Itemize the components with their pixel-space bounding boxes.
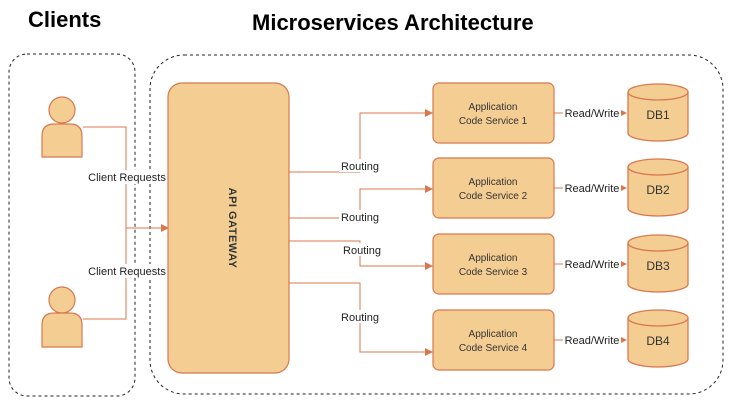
clients-title: Clients [28,7,101,32]
service-label-line1: Application [469,102,518,113]
database-cylinder-icon: DB3 [627,234,689,293]
service-box: Application Code Service 4 [432,309,555,371]
database-label: DB4 [646,334,670,348]
service-label-line1: Application [469,253,518,264]
database-label: DB1 [646,108,670,122]
service-box: Application Code Service 1 [432,82,555,144]
api-gateway-label: API GATEWAY [226,188,238,269]
read-write-connectors [554,109,627,344]
read-write-label: Read/Write [565,259,620,271]
service-label-line1: Application [469,329,518,340]
architecture-title: Microservices Architecture [252,10,534,35]
service-label-line2: Code Service 3 [459,267,528,278]
microservices-group-outline [149,54,724,395]
database-label: DB3 [646,259,670,273]
service-label-line2: Code Service 2 [459,191,528,202]
database-cylinder-icon: DB4 [627,309,689,368]
service-label-line2: Code Service 4 [459,343,528,354]
client-connectors [83,126,169,320]
service-box: Application Code Service 3 [432,233,555,295]
database-cylinder-icon: DB2 [627,158,689,217]
service-box: Application Code Service 2 [432,157,555,219]
client-requests-label: Client Requests [88,266,166,278]
read-write-label: Read/Write [565,183,620,195]
read-write-label: Read/Write [565,335,620,347]
service-label-line1: Application [469,177,518,188]
routing-label: Routing [341,161,379,173]
routing-label: Routing [341,212,379,224]
routing-label: Routing [343,245,381,257]
client-requests-label: Client Requests [88,172,166,184]
user-icon [41,286,83,348]
user-icon [41,96,83,158]
database-label: DB2 [646,183,670,197]
read-write-label: Read/Write [565,108,620,120]
routing-label: Routing [341,312,379,324]
database-cylinder-icon: DB1 [627,83,689,142]
service-label-line2: Code Service 1 [459,116,528,127]
api-gateway [167,82,290,374]
clients-group-outline [8,53,136,397]
